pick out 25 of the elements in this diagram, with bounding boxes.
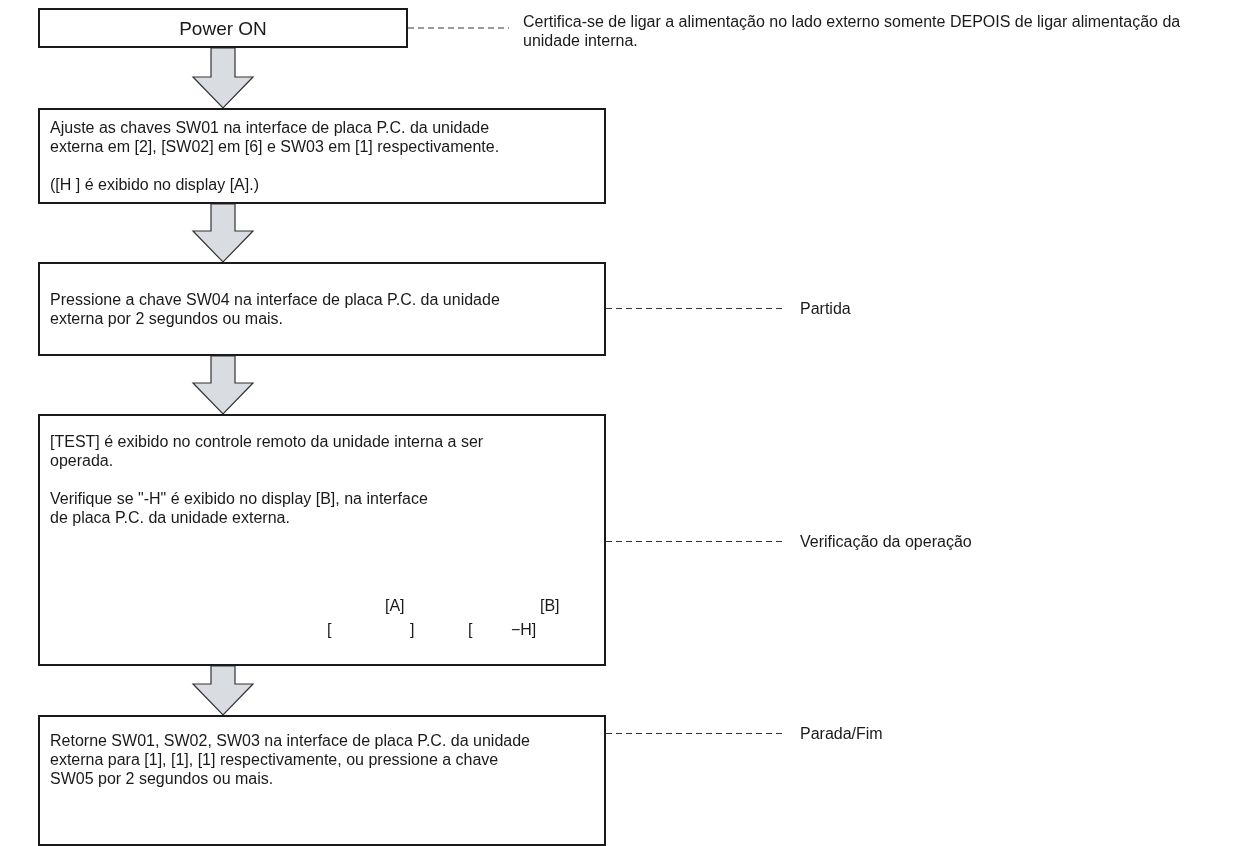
block-arrow bbox=[191, 355, 255, 415]
block-arrow bbox=[191, 203, 255, 263]
step-text: Pressione a chave SW04 na interface de placa P.C. da unidade externa por 2 segundos ou mais. bbox=[50, 290, 501, 328]
note-text: Parada/Fim bbox=[800, 724, 884, 743]
process-box bbox=[38, 108, 606, 204]
step-text: ([H ] é exibido no display [A].) bbox=[50, 175, 260, 194]
process-box bbox=[38, 715, 606, 846]
block-arrow bbox=[191, 47, 255, 109]
display-label: [A] bbox=[385, 596, 406, 615]
step-text: Power ON bbox=[178, 19, 268, 38]
display-readout: [ ] bbox=[327, 620, 416, 639]
process-box bbox=[38, 8, 408, 48]
step-text: Ajuste as chaves SW01 na interface de placa P.C. da unidade externa em [2], [SW02] em [6] e SW03 em [1] respectivamente. bbox=[50, 118, 501, 156]
display-label: [B] bbox=[540, 596, 561, 615]
note-text: Partida bbox=[800, 299, 852, 318]
process-box bbox=[38, 262, 606, 356]
step-text: Retorne SW01, SW02, SW03 na interface de placa P.C. da unidade externa para [1], [1], [1] respectivamente, ou pressione a chave SW05 por 2 segundos ou mais. bbox=[50, 731, 530, 788]
step-text: Verifique se "-H" é exibido no display [B], na interface de placa P.C. da unidade externa. bbox=[50, 489, 429, 527]
process-box bbox=[38, 414, 606, 666]
leader-line bbox=[407, 27, 510, 29]
step-text: [TEST] é exibido no controle remoto da unidade interna a ser operada. bbox=[50, 432, 485, 470]
block-arrow bbox=[191, 665, 255, 716]
note-text: Verificação da operação bbox=[800, 532, 973, 551]
note-text: Certifica-se de ligar a alimentação no lado externo somente DEPOIS de ligar alimentação da unidade interna. bbox=[523, 12, 1182, 50]
display-readout: [ −H] bbox=[468, 620, 538, 639]
